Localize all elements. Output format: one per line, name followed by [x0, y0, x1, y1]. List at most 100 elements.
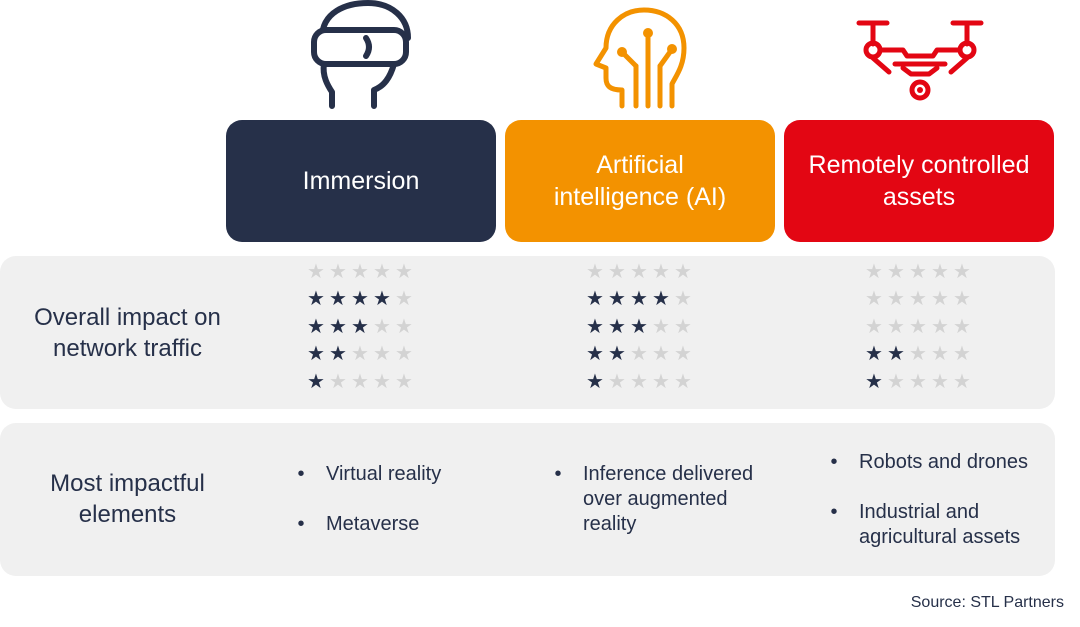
star-empty-icon: ★	[395, 315, 413, 338]
list-item-text: Industrial and agricultural assets	[859, 501, 1021, 548]
star-empty-icon: ★	[395, 288, 413, 311]
star-empty-icon: ★	[953, 260, 971, 283]
star-rating: ★★★★★	[863, 313, 983, 341]
vr-headset-icon	[311, 0, 411, 109]
star-empty-icon: ★	[931, 343, 949, 366]
star-empty-icon: ★	[373, 260, 391, 283]
star-empty-icon: ★	[887, 370, 905, 393]
star-empty-icon: ★	[652, 343, 670, 366]
star-rating: ★★★★★	[584, 286, 704, 314]
star-empty-icon: ★	[351, 260, 369, 283]
star-empty-icon: ★	[652, 315, 670, 338]
star-filled-icon: ★	[608, 343, 626, 366]
bullet-icon: •	[297, 463, 305, 485]
header-ai-label: Artificial intelligence (AI)	[553, 151, 727, 211]
star-empty-icon: ★	[630, 260, 648, 283]
drone-icon	[856, 20, 984, 101]
star-empty-icon: ★	[953, 315, 971, 338]
star-empty-icon: ★	[931, 260, 949, 283]
bullet-icon: •	[554, 463, 562, 485]
star-filled-icon: ★	[307, 315, 325, 338]
star-rating: ★★★★★	[863, 368, 983, 396]
star-empty-icon: ★	[887, 288, 905, 311]
star-filled-icon: ★	[652, 288, 670, 311]
star-empty-icon: ★	[931, 288, 949, 311]
stars-remote-assets: ★★★★★★★★★★★★★★★★★★★★★★★★★	[863, 258, 983, 396]
list-item: •Metaverse	[294, 512, 504, 537]
star-empty-icon: ★	[887, 315, 905, 338]
stars-ai: ★★★★★★★★★★★★★★★★★★★★★★★★★	[584, 258, 704, 396]
star-empty-icon: ★	[909, 343, 927, 366]
star-empty-icon: ★	[865, 260, 883, 283]
star-rating: ★★★★★	[863, 341, 983, 369]
star-filled-icon: ★	[865, 370, 883, 393]
star-filled-icon: ★	[586, 288, 604, 311]
star-empty-icon: ★	[865, 288, 883, 311]
impact-row	[0, 256, 1055, 409]
star-filled-icon: ★	[351, 288, 369, 311]
list-item-text: Metaverse	[326, 513, 420, 535]
list-item: •Virtual reality	[294, 462, 504, 487]
list-item: •Robots and drones	[827, 450, 1042, 475]
star-filled-icon: ★	[307, 343, 325, 366]
bullet-icon: •	[830, 451, 838, 473]
star-empty-icon: ★	[329, 260, 347, 283]
star-empty-icon: ★	[630, 370, 648, 393]
bullet-icon: •	[830, 501, 838, 523]
star-empty-icon: ★	[909, 260, 927, 283]
star-rating: ★★★★★	[305, 313, 425, 341]
star-filled-icon: ★	[329, 343, 347, 366]
star-empty-icon: ★	[307, 260, 325, 283]
header-ai: Artificial intelligence (AI)	[505, 120, 775, 242]
ai-head-icon	[593, 7, 687, 109]
star-empty-icon: ★	[674, 343, 692, 366]
list-item-text: Inference delivered over augmented reali…	[583, 463, 754, 535]
star-rating: ★★★★★	[584, 368, 704, 396]
star-empty-icon: ★	[608, 370, 626, 393]
star-empty-icon: ★	[586, 260, 604, 283]
star-filled-icon: ★	[865, 343, 883, 366]
star-empty-icon: ★	[630, 343, 648, 366]
list-item: • Industrial and agricultural assets	[827, 500, 1042, 550]
star-empty-icon: ★	[931, 370, 949, 393]
elements-ai: • Inference delivered over augmented real…	[551, 462, 776, 562]
star-empty-icon: ★	[652, 370, 670, 393]
star-empty-icon: ★	[395, 343, 413, 366]
source-note: Source: STL Partners	[910, 594, 1064, 611]
star-filled-icon: ★	[586, 315, 604, 338]
star-rating: ★★★★★	[863, 286, 983, 314]
impact-row-label: Overall impact on network traffic	[34, 304, 221, 362]
star-empty-icon: ★	[395, 370, 413, 393]
star-filled-icon: ★	[887, 343, 905, 366]
star-rating: ★★★★★	[305, 258, 425, 286]
star-empty-icon: ★	[373, 370, 391, 393]
star-empty-icon: ★	[674, 370, 692, 393]
star-empty-icon: ★	[909, 315, 927, 338]
star-empty-icon: ★	[674, 315, 692, 338]
star-filled-icon: ★	[586, 370, 604, 393]
elements-row-label: Most impactful elements	[50, 470, 205, 528]
star-rating: ★★★★★	[305, 286, 425, 314]
star-rating: ★★★★★	[305, 368, 425, 396]
star-filled-icon: ★	[586, 343, 604, 366]
star-empty-icon: ★	[909, 370, 927, 393]
star-filled-icon: ★	[608, 288, 626, 311]
star-empty-icon: ★	[351, 370, 369, 393]
header-remote-assets: Remotely controlled assets	[784, 120, 1054, 242]
star-empty-icon: ★	[351, 343, 369, 366]
header-remote-assets-label: Remotely controlled assets	[808, 151, 1030, 211]
elements-immersion: •Virtual reality•Metaverse	[294, 462, 504, 562]
star-empty-icon: ★	[373, 343, 391, 366]
star-empty-icon: ★	[652, 260, 670, 283]
list-item: • Inference delivered over augmented real…	[551, 462, 776, 537]
star-empty-icon: ★	[887, 260, 905, 283]
star-rating: ★★★★★	[584, 258, 704, 286]
elements-row	[0, 423, 1055, 576]
star-empty-icon: ★	[953, 288, 971, 311]
star-empty-icon: ★	[395, 260, 413, 283]
star-empty-icon: ★	[373, 315, 391, 338]
star-empty-icon: ★	[909, 288, 927, 311]
star-filled-icon: ★	[373, 288, 391, 311]
star-filled-icon: ★	[329, 288, 347, 311]
star-empty-icon: ★	[865, 315, 883, 338]
